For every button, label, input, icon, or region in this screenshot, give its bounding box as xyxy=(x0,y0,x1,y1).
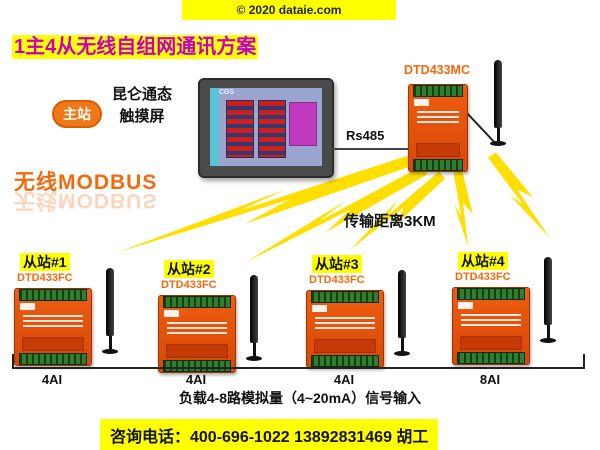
antenna-stem xyxy=(496,128,500,141)
hmi-label-line1: 昆仑通态 xyxy=(111,86,172,103)
antenna-base xyxy=(540,338,556,343)
terminal-block-bottom xyxy=(457,352,525,364)
terminal-block-bottom xyxy=(413,159,463,171)
slave-name: 从站#2 xyxy=(164,259,214,279)
hmi-screen-sidebar xyxy=(210,88,219,166)
master-module-model: DTD433MC xyxy=(404,63,470,77)
antenna-icon xyxy=(246,275,262,361)
distance-label: 传输距离3KM xyxy=(344,213,436,230)
antenna-stem xyxy=(108,336,112,349)
slave-station-1: 从站#1 DTD433FC xyxy=(14,252,144,390)
bar-chart-graphic xyxy=(226,100,254,158)
slave-model: DTD433FC xyxy=(17,272,73,284)
terminal-block-bottom xyxy=(19,353,87,365)
module-display-panel xyxy=(460,336,522,350)
slave-model: DTD433FC xyxy=(161,279,217,291)
module-display-panel xyxy=(314,339,376,353)
antenna-stem xyxy=(252,343,256,356)
hmi-label-line2: 触摸屏 xyxy=(119,108,165,125)
module-text-lines xyxy=(167,322,227,335)
io-label: 4AI xyxy=(333,372,355,387)
antenna-rod xyxy=(398,270,406,338)
terminal-block-top xyxy=(19,289,87,301)
antenna-icon xyxy=(540,257,556,343)
antenna-rod xyxy=(494,60,502,128)
terminal-block-top xyxy=(413,85,463,97)
rs485-wire xyxy=(331,148,408,150)
banner: © 2020 dataie.com xyxy=(182,0,396,20)
module-logo xyxy=(414,99,429,106)
antenna-base xyxy=(490,141,506,146)
module-logo xyxy=(458,302,473,309)
rs485-label: Rs485 xyxy=(346,128,385,143)
module-text-lines xyxy=(461,314,521,327)
slave-model: DTD433FC xyxy=(309,274,365,286)
master-badge: 主站 xyxy=(52,100,102,128)
slave-station-2: 从站#2 DTD433FC xyxy=(158,259,288,397)
io-label: 4AI xyxy=(41,372,63,387)
antenna-base xyxy=(394,351,410,356)
bracket-tick xyxy=(583,354,585,368)
module-text-lines xyxy=(315,317,375,330)
io-label: 8AI xyxy=(479,372,501,387)
antenna-stem xyxy=(546,325,550,338)
slave-name: 从站#4 xyxy=(458,251,508,271)
slave-radio-module xyxy=(306,290,384,368)
slave-name: 从站#1 xyxy=(20,252,70,272)
master-radio-module xyxy=(408,84,468,172)
contact-info: 咨询电话：400-696-1022 13892831469 胡工 xyxy=(100,419,439,450)
wireless-modbus-reflection: 无线MODBUS xyxy=(14,189,158,212)
antenna-base xyxy=(102,349,118,354)
module-display-panel xyxy=(416,143,460,157)
antenna-icon xyxy=(102,268,118,354)
slave-station-4: 从站#4 DTD433FC xyxy=(452,251,582,389)
slave-radio-module xyxy=(14,288,92,366)
antenna-rod xyxy=(250,275,258,343)
lightning-bolt-icon xyxy=(453,171,473,247)
load-note: 负载4-8路模拟量（4~20mA）信号输入 xyxy=(178,390,422,406)
antenna-icon xyxy=(394,270,410,356)
hmi-screen: MCGS xyxy=(210,88,322,166)
antenna-icon xyxy=(490,60,506,146)
antenna-rod xyxy=(106,268,114,336)
module-logo xyxy=(164,310,179,317)
module-text-lines xyxy=(23,315,83,328)
slave-name: 从站#3 xyxy=(312,254,362,274)
terminal-block-top xyxy=(163,296,231,308)
module-logo xyxy=(312,305,327,312)
lightning-bolt-icon xyxy=(488,152,550,238)
copyright-text: © 2020 dataie.com xyxy=(236,3,342,17)
antenna-rod xyxy=(544,257,552,325)
antenna-stem xyxy=(400,338,404,351)
hmi-screen-brand: MCGS xyxy=(213,89,234,96)
terminal-block-bottom xyxy=(163,360,231,372)
hmi-label: 昆仑通态 触摸屏 xyxy=(103,84,181,128)
terminal-block-top xyxy=(311,291,379,303)
hmi-screen-panel xyxy=(289,102,317,146)
module-logo xyxy=(20,303,35,310)
module-display-panel xyxy=(22,337,84,351)
antenna-base xyxy=(246,356,262,361)
slave-radio-module xyxy=(158,295,236,373)
io-label: 4AI xyxy=(185,372,207,387)
terminal-block-top xyxy=(457,288,525,300)
slave-model: DTD433FC xyxy=(455,271,511,283)
module-display-panel xyxy=(166,344,228,358)
bracket-line xyxy=(12,367,585,369)
hmi-touchscreen: MCGS xyxy=(198,78,334,178)
terminal-block-bottom xyxy=(311,355,379,367)
bar-chart-graphic xyxy=(258,100,286,158)
bracket-tick xyxy=(12,354,14,368)
slave-radio-module xyxy=(452,287,530,365)
page-title: 1主4从无线自组网通讯方案 xyxy=(12,35,259,59)
module-text-lines xyxy=(417,111,459,124)
